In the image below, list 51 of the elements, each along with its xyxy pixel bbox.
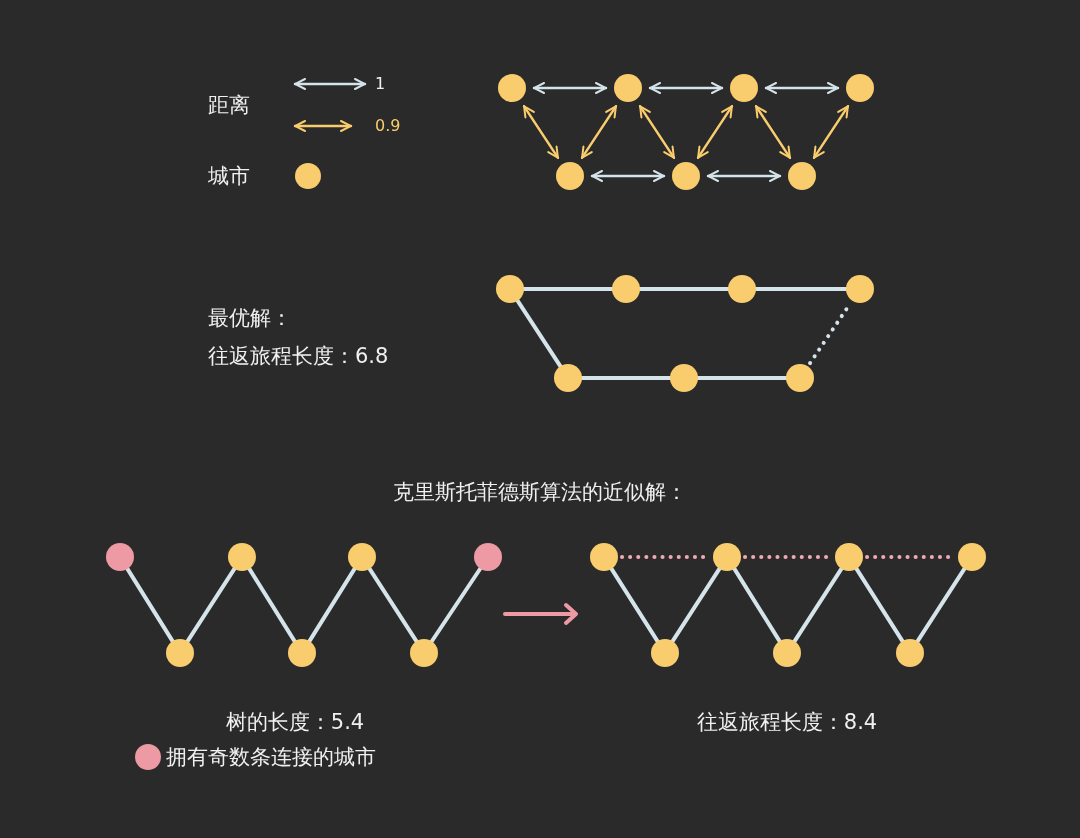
result-text: 往返旅程长度：8.4 bbox=[696, 709, 878, 735]
city-dot bbox=[554, 364, 582, 392]
city-dot bbox=[846, 74, 874, 102]
city-dot bbox=[773, 639, 801, 667]
double-arrow bbox=[580, 105, 618, 159]
city-dot bbox=[614, 74, 642, 102]
connector-line bbox=[366, 565, 420, 645]
city-dot bbox=[106, 543, 134, 571]
legend-heading: 距离 bbox=[208, 92, 250, 118]
city-dot bbox=[896, 639, 924, 667]
city-dot bbox=[612, 275, 640, 303]
city-dot bbox=[835, 543, 863, 571]
heading: 最优解： bbox=[208, 305, 292, 331]
city-dot bbox=[288, 639, 316, 667]
heading: 克里斯托菲德斯算法的近似解： bbox=[393, 479, 687, 505]
city-dot bbox=[498, 74, 526, 102]
double-arrow bbox=[638, 105, 676, 159]
double-arrow bbox=[532, 82, 608, 94]
city-dot bbox=[496, 275, 524, 303]
result-text: 往返旅程长度：6.8 bbox=[208, 343, 389, 369]
double-arrow bbox=[648, 82, 724, 94]
city-dot bbox=[166, 639, 194, 667]
city-dot bbox=[958, 543, 986, 571]
city-dot bbox=[651, 639, 679, 667]
city-dot bbox=[672, 162, 700, 190]
city-dot bbox=[786, 364, 814, 392]
double-arrow bbox=[522, 105, 560, 159]
legend-label: 拥有奇数条连接的城市 bbox=[166, 744, 376, 770]
city-dot bbox=[846, 275, 874, 303]
city-dot bbox=[730, 74, 758, 102]
result-text: 树的长度：5.4 bbox=[225, 709, 365, 735]
legend-label: 0.9 bbox=[375, 115, 401, 137]
city-dot bbox=[228, 543, 256, 571]
connector-line bbox=[791, 565, 845, 645]
city-dot bbox=[728, 275, 756, 303]
double-arrow bbox=[812, 105, 850, 159]
double-arrow bbox=[706, 170, 782, 182]
city-dot bbox=[410, 639, 438, 667]
city-dot bbox=[348, 543, 376, 571]
city-dot bbox=[474, 543, 502, 571]
legend-label: 城市 bbox=[208, 163, 250, 189]
double-arrow bbox=[590, 170, 666, 182]
city-dot bbox=[670, 364, 698, 392]
city-dot bbox=[590, 543, 618, 571]
legend-label: 1 bbox=[375, 73, 386, 95]
double-arrow bbox=[696, 105, 734, 159]
city-dot bbox=[556, 162, 584, 190]
city-dot bbox=[788, 162, 816, 190]
double-arrow bbox=[754, 105, 792, 159]
city-dot bbox=[713, 543, 741, 571]
double-arrow bbox=[764, 82, 840, 94]
